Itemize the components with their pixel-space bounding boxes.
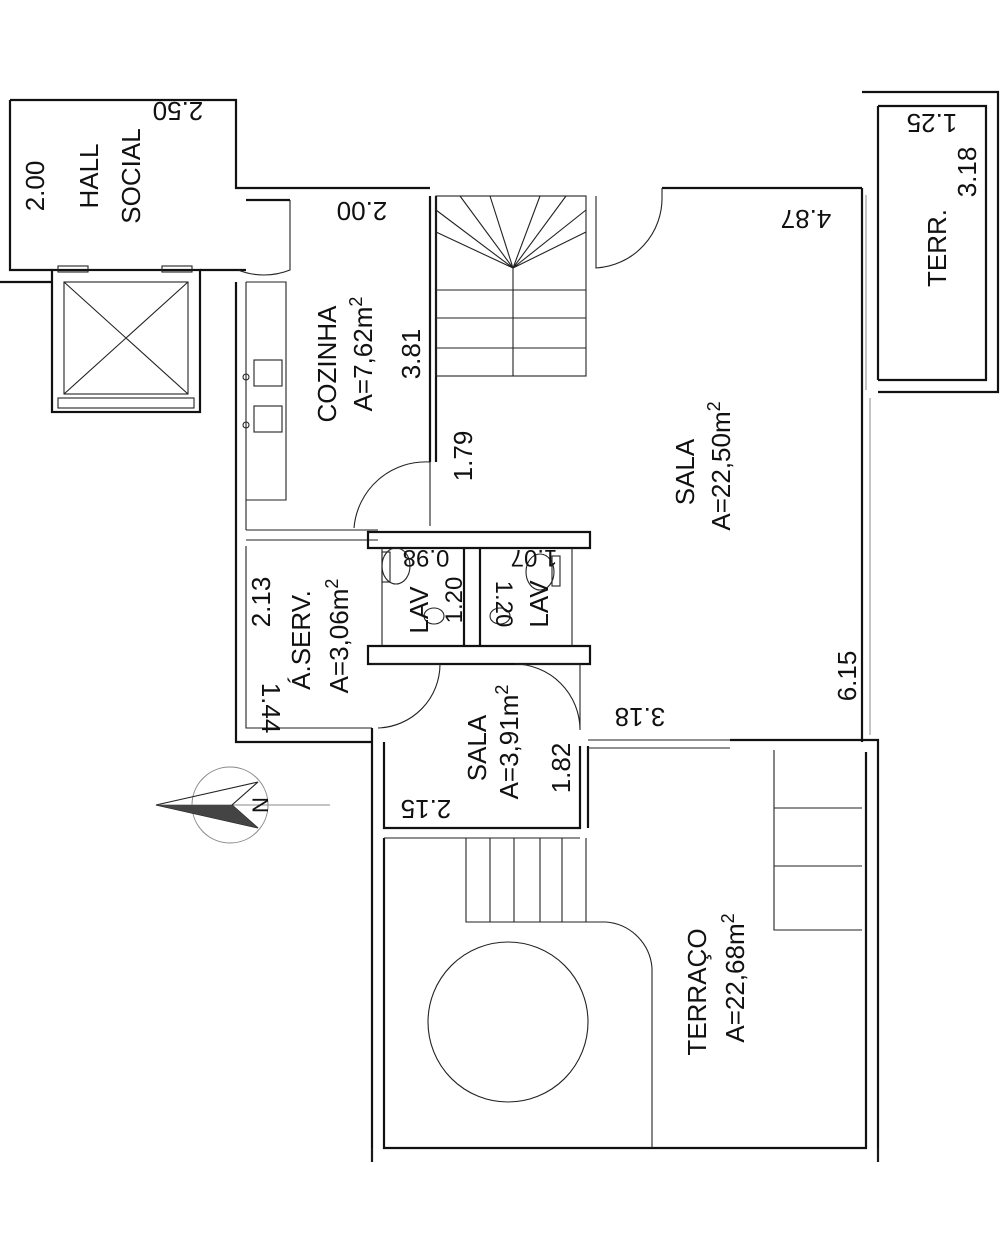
lav-1-dim-b: 1.20 (441, 577, 468, 624)
cozinha-dim-b: 3.81 (396, 329, 426, 380)
lav-2-dim-a: 1.07 (511, 544, 558, 571)
lav-1-label: LAV 0.98 1.20 (403, 544, 468, 634)
sala-dim-a: 4.87 (781, 204, 832, 234)
hall-dim-depth: 2.00 (20, 161, 50, 212)
north-label: N (248, 797, 273, 813)
lav-1-name: LAV (404, 586, 434, 634)
terr-label: TERR. 1.25 3.18 (907, 108, 982, 287)
stairs (435, 195, 587, 377)
cozinha-area: A=7,62m2 (346, 297, 378, 412)
cozinha-dim-a: 2.00 (337, 196, 388, 226)
terr-dim-b: 3.18 (952, 147, 982, 198)
sala-2-dim-a: 1.82 (546, 743, 576, 794)
hall-social-label: HALL SOCIAL 2.50 2.00 (20, 96, 203, 224)
hall-name: HALL (74, 143, 104, 208)
sala-name: SALA (670, 438, 700, 505)
terraco-area: A=22,68m2 (718, 913, 750, 1042)
sala-label: SALA A=22,50m2 4.87 6.15 (670, 204, 862, 701)
terraco-label: TERRAÇO A=22,68m2 (682, 913, 750, 1055)
lav-1-dim-a: 0.98 (403, 544, 450, 571)
hall-name-2: SOCIAL (116, 128, 146, 223)
aserv-name: Á.SERV. (286, 590, 316, 690)
lav-2-name: LAV (524, 580, 554, 628)
aserv-area: A=3,06m2 (322, 579, 354, 694)
north-arrow-icon: N (155, 766, 330, 844)
terraco-name: TERRAÇO (682, 928, 712, 1055)
hall-dim-width: 2.50 (153, 96, 204, 126)
sala-2-dim-c: 3.18 (615, 702, 666, 732)
lav-2-label: LAV 1.07 1.20 (490, 544, 557, 628)
area-servico-label: Á.SERV. A=3,06m2 2.13 1.44 (246, 577, 354, 734)
cozinha-label: COZINHA A=7,62m2 2.00 3.81 1.79 (312, 196, 478, 481)
sala-dim-b: 6.15 (832, 651, 862, 702)
aserv-dim-b: 1.44 (256, 683, 286, 734)
sala-2-dim-b: 2.15 (401, 794, 452, 824)
cozinha-dim-c: 1.79 (448, 431, 478, 482)
doors (237, 188, 663, 731)
sala-2-area: A=3,91m2 (492, 685, 524, 800)
terr-dim-a: 1.25 (907, 108, 958, 138)
aserv-dim-a: 2.13 (246, 577, 276, 628)
cozinha-name: COZINHA (312, 305, 342, 423)
lav-2-dim-b: 1.20 (490, 581, 517, 628)
sala-2-label: SALA A=3,91m2 1.82 2.15 3.18 (401, 685, 666, 824)
terr-name: TERR. (922, 209, 952, 287)
elevator (50, 265, 202, 414)
sala-2-name: SALA (462, 714, 492, 781)
sala-area: A=22,50m2 (704, 401, 736, 530)
